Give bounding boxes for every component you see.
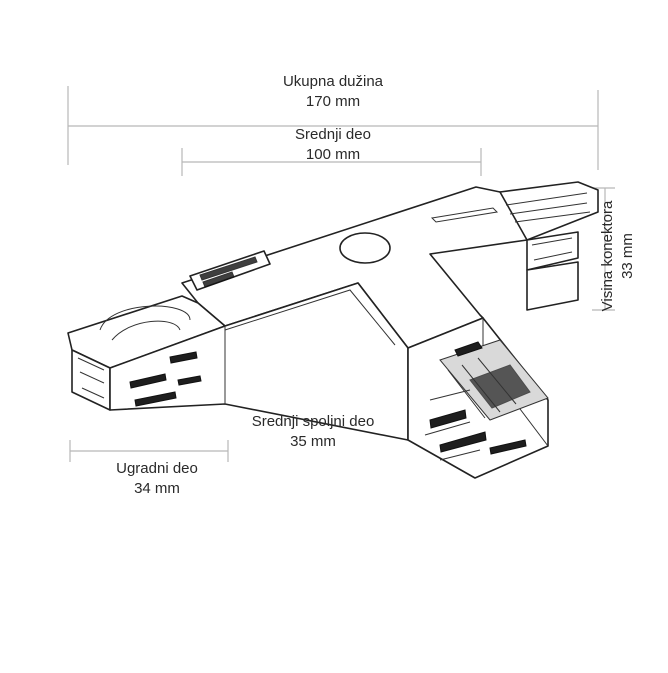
middle-outer-part-label: Srednji spoljni deo 35 mm	[213, 412, 413, 452]
recessed-part-value: 34 mm	[134, 480, 180, 497]
total-length-label: Ukupna dužina 170 mm	[233, 72, 433, 112]
middle-part-label: Srednji deo 100 mm	[233, 125, 433, 165]
connector-height-title: Visina konektora	[599, 200, 616, 312]
middle-part-title: Srednji deo	[295, 126, 371, 143]
dimension-lines	[67, 86, 615, 462]
recessed-part-title: Ugradni deo	[116, 460, 198, 477]
center-hole	[339, 232, 391, 264]
t-connector-drawing	[67, 181, 599, 479]
right-arm-end	[499, 181, 599, 241]
recessed-part-label: Ugradni deo 34 mm	[57, 459, 257, 499]
middle-part-value: 100 mm	[305, 146, 361, 163]
middle-outer-part-title: Srednji spoljni deo	[251, 413, 375, 430]
total-length-title: Ukupna dužina	[282, 73, 384, 90]
middle-outer-part-value: 35 mm	[290, 433, 336, 450]
connector-height-label: Visina konektora 33 mm	[598, 186, 638, 326]
connector-height-value: 33 mm	[619, 233, 636, 279]
total-length-value: 170 mm	[305, 93, 361, 110]
